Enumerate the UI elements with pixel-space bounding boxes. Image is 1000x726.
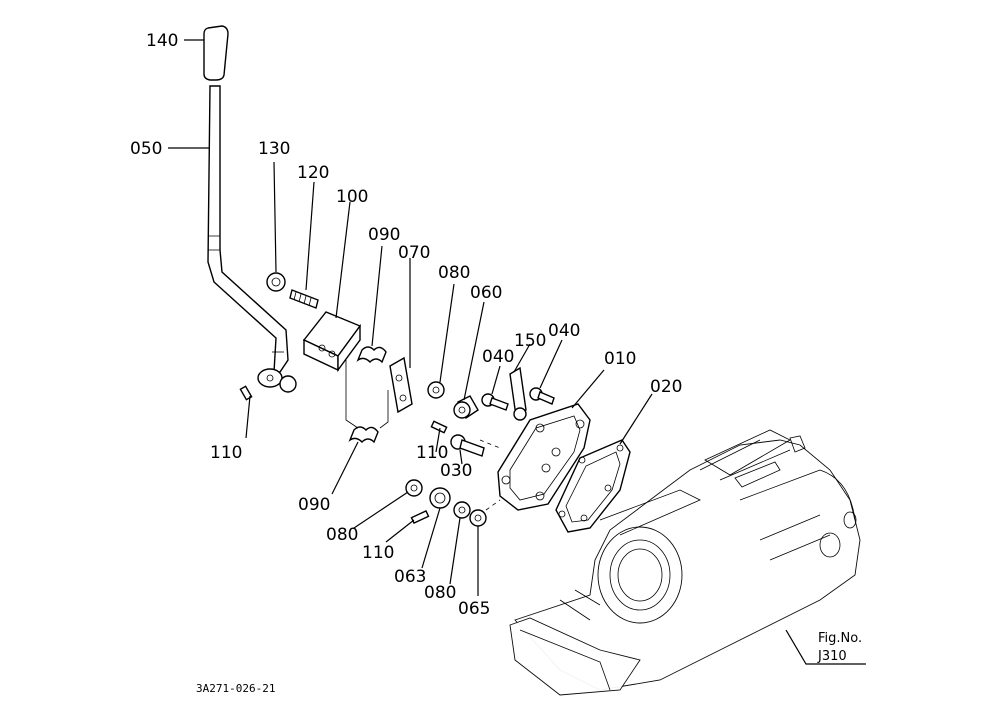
drawing-number: 3A271-026-21 (196, 682, 275, 695)
part-150-tab (509, 366, 527, 421)
callout-040-left: 040 (482, 347, 514, 367)
part-080-washer-lower-right (453, 501, 471, 519)
callout-065: 065 (458, 599, 490, 619)
part-090-spring-lower (348, 426, 379, 444)
callout-060: 060 (470, 283, 502, 303)
callout-150: 150 (514, 331, 546, 351)
part-110-pin-left (239, 385, 253, 401)
fig-label: Fig.No. (818, 631, 862, 646)
callout-070: 070 (398, 243, 430, 263)
part-110-pin-lower (410, 509, 430, 525)
callout-120: 120 (297, 163, 329, 183)
part-060-collar (453, 395, 479, 420)
part-070-plate (389, 356, 413, 414)
part-080-washer-lower-left (405, 479, 423, 497)
callout-030: 030 (440, 461, 472, 481)
part-140-grip (203, 25, 229, 81)
part-100-block (302, 311, 362, 373)
part-040-bolt-right (529, 387, 555, 405)
callout-020: 020 (650, 377, 682, 397)
callout-080-lower-right: 080 (424, 583, 456, 603)
leader-lines (168, 39, 866, 665)
callout-110-left: 110 (210, 443, 242, 463)
part-090-spring-upper (356, 346, 387, 364)
part-130-nut (266, 272, 286, 292)
callout-080-lower-left: 080 (326, 525, 358, 545)
callout-080-upper: 080 (438, 263, 470, 283)
part-050-lever (207, 85, 289, 373)
fig-number: J310 (817, 649, 847, 664)
callout-040-right: 040 (548, 321, 580, 341)
part-040-bolt-left (481, 393, 509, 411)
callout-050: 050 (130, 139, 162, 159)
callout-130: 130 (258, 139, 290, 159)
part-120-bolt (289, 289, 319, 309)
part-010-cover (497, 403, 591, 511)
callout-090-lower: 090 (298, 495, 330, 515)
callout-010: 010 (604, 349, 636, 369)
part-065-washer (469, 509, 487, 527)
part-030-bolt (450, 434, 485, 457)
callout-063: 063 (394, 567, 426, 587)
part-063-collar (429, 487, 451, 509)
part-020-gasket (555, 439, 631, 533)
transmission-housing (509, 429, 861, 696)
part-080-washer-upper (427, 381, 445, 399)
callout-090-upper: 090 (368, 225, 400, 245)
callout-110-lower: 110 (362, 543, 394, 563)
callout-100: 100 (336, 187, 368, 207)
part-110-pin-middle (430, 420, 448, 434)
callout-140: 140 (146, 31, 178, 51)
callout-110-middle: 110 (416, 443, 448, 463)
